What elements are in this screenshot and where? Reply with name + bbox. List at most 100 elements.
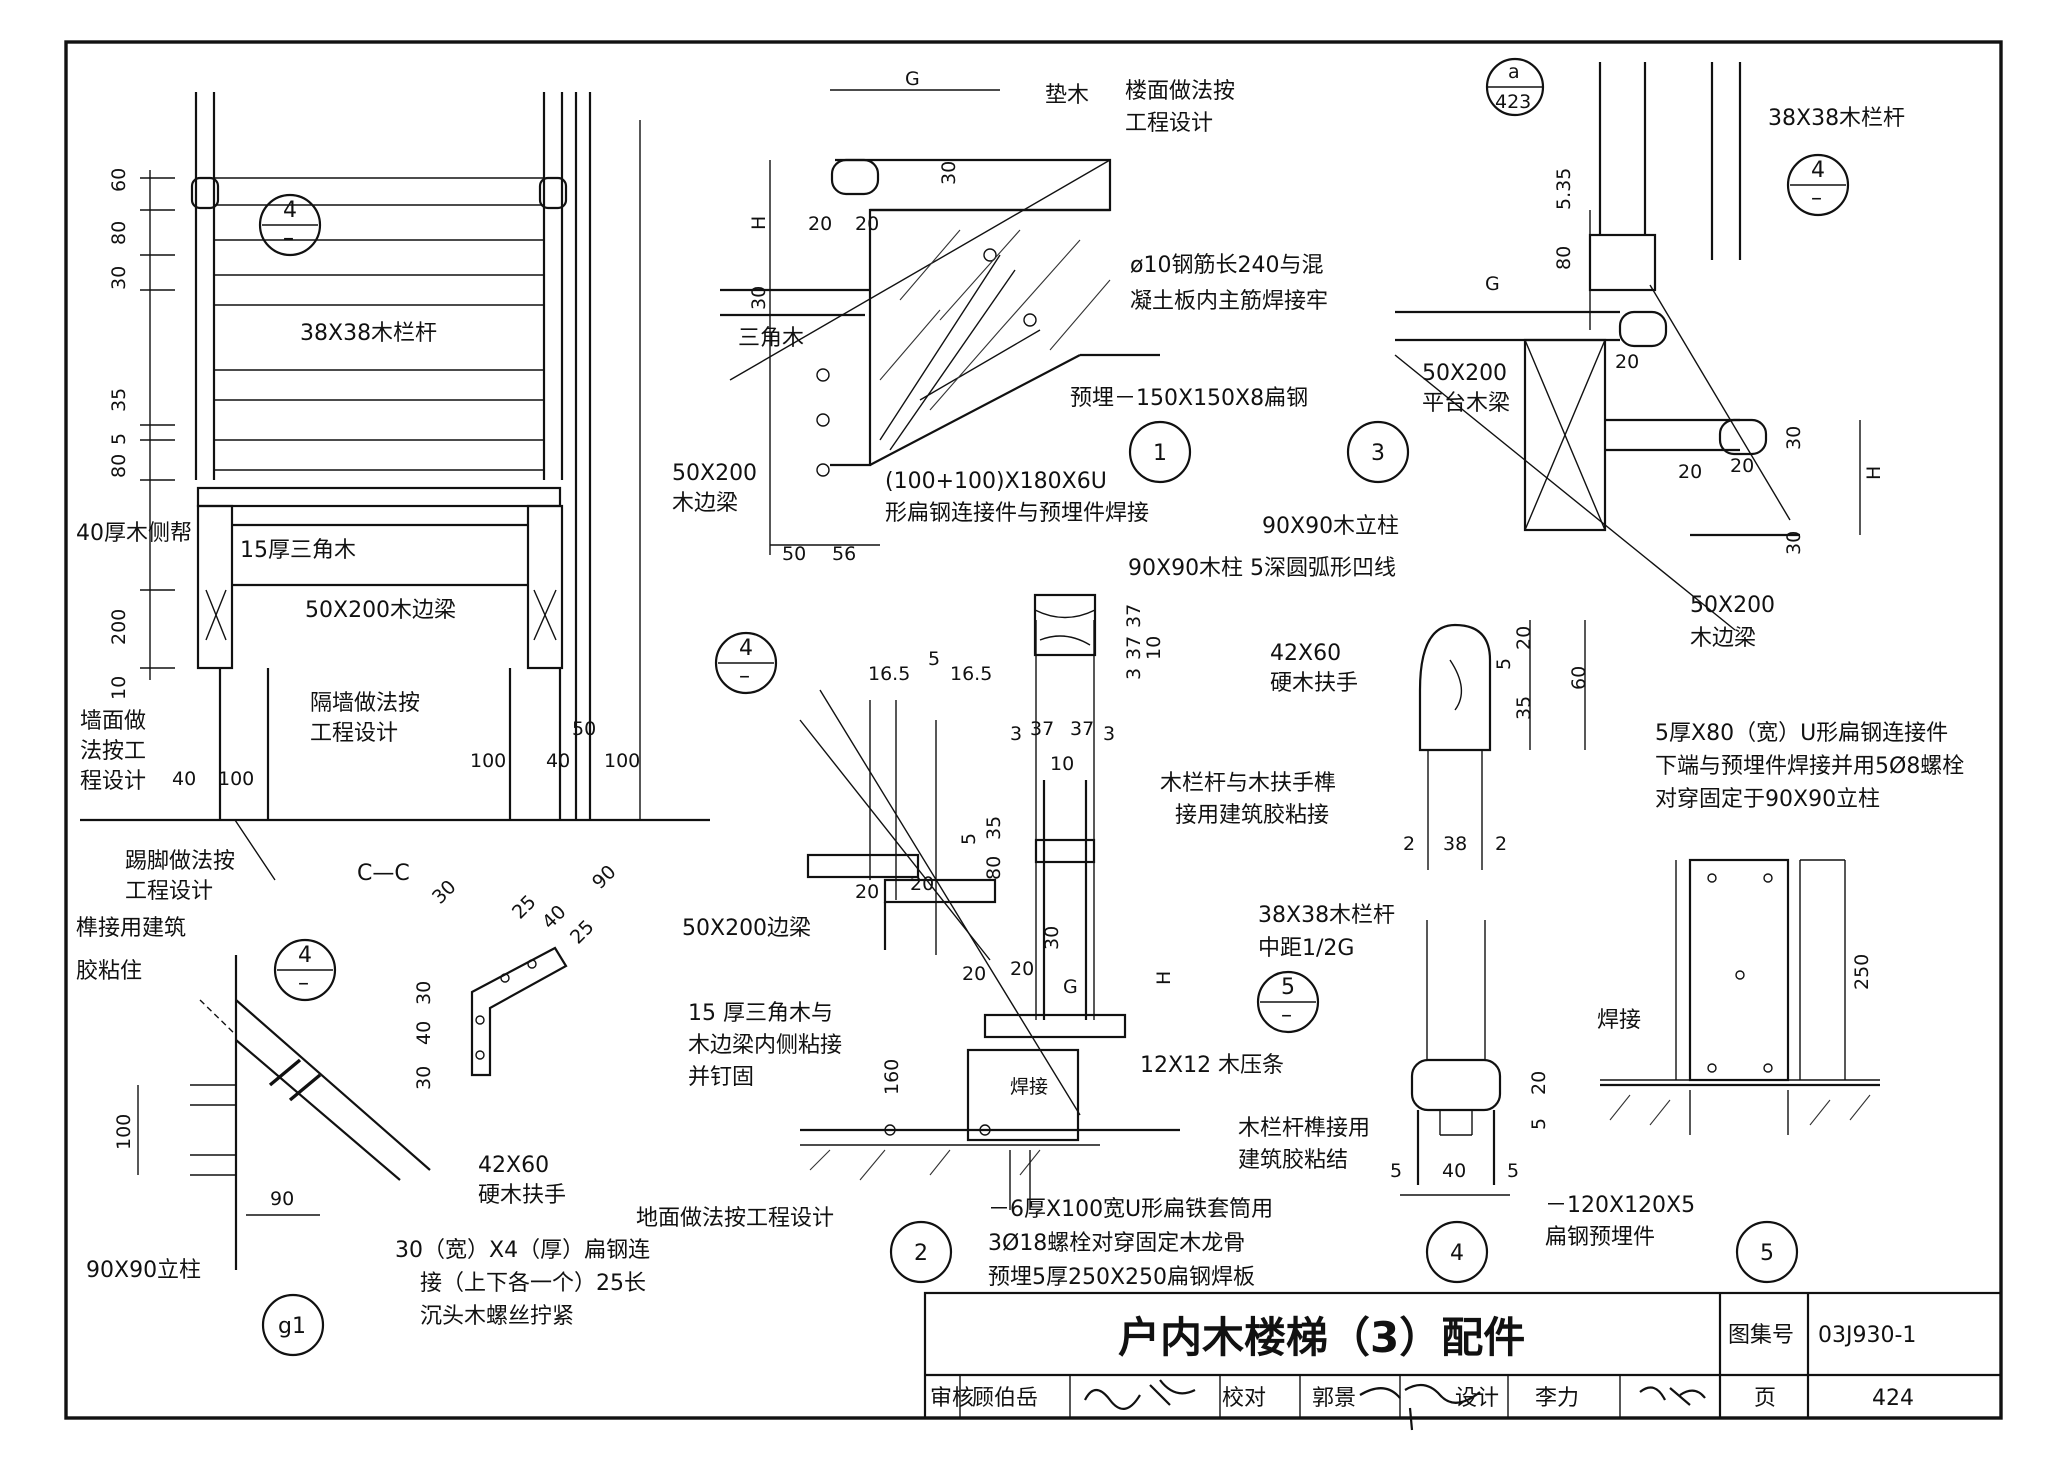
dim-10-c: 10 <box>1050 753 1074 775</box>
label-beam-50x200-2: 木边梁 <box>672 491 738 516</box>
label-skirting-1: 踢脚做法按 <box>125 849 235 874</box>
section-ref-4-top-num: 4 <box>1811 158 1825 183</box>
dim-3-post-a: 3 <box>1123 668 1145 680</box>
dim-200: 200 <box>108 609 130 645</box>
label-triangle-glue-2: 木边梁内侧粘接 <box>688 1033 842 1058</box>
dim-40-a: 40 <box>538 901 571 934</box>
dim-5-d4: 5 <box>1528 1118 1550 1130</box>
checker-signature <box>1359 1383 1481 1431</box>
reviewer-signature <box>1084 1379 1196 1410</box>
left-section <box>80 92 710 822</box>
dim-38-hr: 38 <box>1443 833 1467 855</box>
label-baluster-38-r: 38X38木栏杆 <box>1768 106 1905 131</box>
label-beam-50x200-1: 50X200 <box>672 461 757 486</box>
label-baluster-spacing-1: 38X38木栏杆 <box>1258 903 1395 928</box>
section-ref-a-top: a <box>1508 61 1520 83</box>
label-wall-finish-1: 墙面做 <box>80 709 146 734</box>
label-baluster-glue-1: 木栏杆榫接用 <box>1238 1116 1370 1141</box>
label-u-connector-5-3: 对穿固定于90X90立柱 <box>1655 787 1880 812</box>
dim-5-hr: 5 <box>1493 658 1515 670</box>
dim-5-35: 5.35 <box>1553 168 1575 210</box>
dim-H-1: H <box>748 216 770 230</box>
dim-35: 35 <box>108 388 130 412</box>
section-marker-4 <box>1425 1220 1489 1284</box>
section-ref-4-mid-num: 4 <box>739 636 753 661</box>
section-ref-a-bottom: 423 <box>1495 91 1531 113</box>
dim-40-mid: 40 <box>546 750 570 772</box>
dim-25-a: 25 <box>508 891 541 924</box>
dim-80-3: 80 <box>1553 246 1575 270</box>
label-triangle-glue-3: 并钉固 <box>688 1065 754 1090</box>
dim-30-3a: 30 <box>1783 426 1805 450</box>
dim-100-left: 100 <box>218 768 254 790</box>
dim-H-3: H <box>1863 466 1885 480</box>
reviewer-name: 顾伯岳 <box>972 1386 1038 1411</box>
designer-name: 李力 <box>1535 1386 1579 1411</box>
dim-40-v: 40 <box>413 1021 435 1045</box>
label-partition-2: 工程设计 <box>310 721 398 746</box>
section-ref-4-top-dash: – <box>1811 186 1822 211</box>
section-marker-5-text: 5 <box>1760 1241 1774 1266</box>
label-floor-finish-1: 楼面做法按 <box>1125 79 1235 104</box>
dim-30-v2: 30 <box>413 1066 435 1090</box>
label-baluster-spacing-2: 中距1/2G <box>1258 936 1354 961</box>
dim-20-1a: 20 <box>808 213 832 235</box>
review-label: 审核 <box>930 1386 974 1411</box>
label-post-90-g: 90X90立柱 <box>86 1258 201 1283</box>
dim-30-g: 30 <box>428 876 461 909</box>
label-rebar-2: 凝土板内主筋焊接牢 <box>1130 289 1328 314</box>
label-ground-finish: 地面做法按工程设计 <box>636 1206 834 1231</box>
section-marker-3-text: 3 <box>1371 441 1385 466</box>
atlas-number: 03J930-1 <box>1818 1323 1916 1348</box>
label-beam-r-2: 木边梁 <box>1690 626 1756 651</box>
label-flat-steel-1: 30（宽）X4（厚）扁钢连 <box>395 1238 650 1263</box>
section-ref-4-left <box>258 193 322 257</box>
section-marker-g1-text: g1 <box>278 1314 306 1339</box>
label-strip-12: 12X12 木压条 <box>1140 1053 1284 1078</box>
dim-37-b: 37 <box>1123 636 1145 660</box>
dim-3-b: 3 <box>1103 723 1115 745</box>
label-triangle-15: 15厚三角木 <box>240 538 356 563</box>
label-baluster-38: 38X38木栏杆 <box>300 321 437 346</box>
dim-60: 60 <box>108 168 130 192</box>
dim-2-hr-a: 2 <box>1403 833 1415 855</box>
drawing-title: 户内木楼梯（3）配件 <box>1118 1313 1525 1362</box>
dim-5-mid: 5 <box>928 648 940 670</box>
page-number: 424 <box>1872 1386 1914 1411</box>
section-ref-5-mid-dash: – <box>1281 1003 1292 1028</box>
dim-30-v1: 30 <box>413 981 435 1005</box>
detail-1 <box>720 89 1160 555</box>
section-ref-4-left-dash: – <box>283 226 294 251</box>
dim-30-3b: 30 <box>1783 531 1805 555</box>
section-marker-5 <box>1735 1220 1799 1284</box>
section-marker-2 <box>889 1220 953 1284</box>
section-marker-4-text: 4 <box>1450 1241 1464 1266</box>
dim-10-post: 10 <box>1143 636 1165 660</box>
section-marker-g1 <box>261 1293 325 1357</box>
section-ref-4-g-num: 4 <box>298 943 312 968</box>
dim-250: 250 <box>1851 954 1873 990</box>
dim-37-d: 37 <box>1070 718 1094 740</box>
dim-5-d4-b: 5 <box>1507 1160 1519 1182</box>
atlas-label: 图集号 <box>1728 1323 1794 1348</box>
detail-3 <box>1394 62 1861 631</box>
label-triangle-wood: 三角木 <box>738 326 804 351</box>
handrail-section <box>1418 620 1586 870</box>
label-u-connector-2: 形扁钢连接件与预埋件焊接 <box>885 501 1149 526</box>
section-marker-3 <box>1346 420 1410 484</box>
section-marker-2-text: 2 <box>914 1241 928 1266</box>
dim-20-mid-c: 20 <box>962 963 986 985</box>
label-handrail-g-2: 硬木扶手 <box>478 1183 566 1208</box>
dim-20-3b: 20 <box>1678 461 1702 483</box>
label-handrail-g-1: 42X60 <box>478 1153 549 1178</box>
dim-100-g: 100 <box>113 1114 135 1150</box>
label-handrail-1: 42X60 <box>1270 641 1341 666</box>
dim-20-mid-d: 20 <box>1010 958 1034 980</box>
label-wall-finish-3: 程设计 <box>80 769 146 794</box>
label-floor-finish-2: 工程设计 <box>1125 111 1213 136</box>
section-marker-1 <box>1128 420 1192 484</box>
label-mortise-2: 接用建筑胶粘接 <box>1175 803 1329 828</box>
detail-g1 <box>137 946 568 1270</box>
label-u-connector-5-2: 下端与预埋件焊接并用5Ø8螺栓 <box>1655 754 1964 779</box>
detail-2 <box>799 689 1180 1210</box>
